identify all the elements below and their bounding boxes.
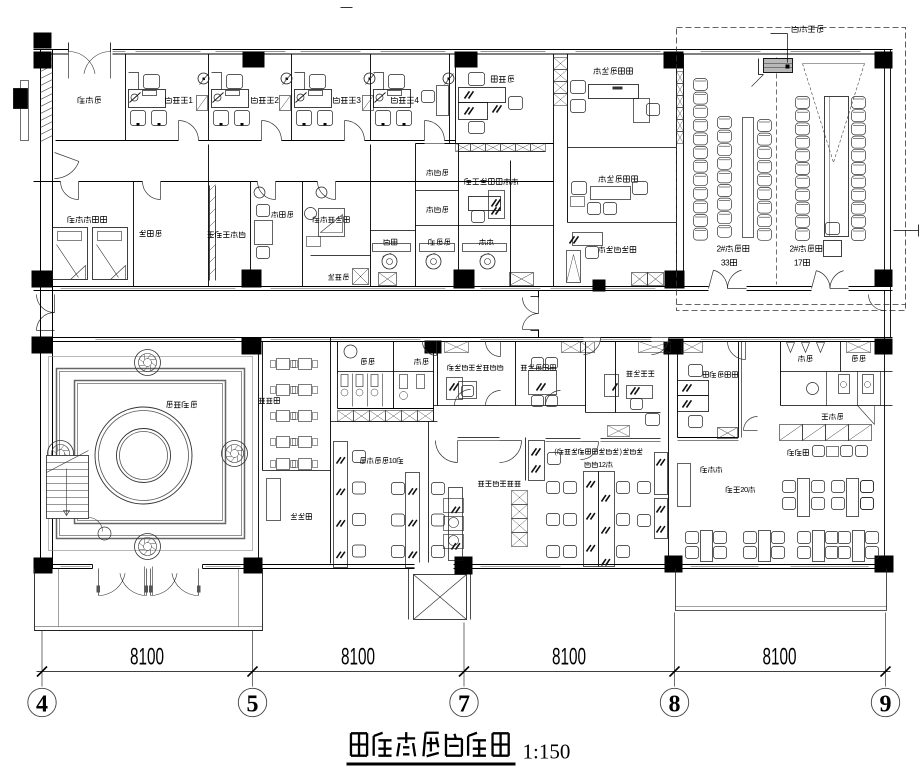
svg-text:4: 4 [414, 96, 419, 105]
svg-text:#: # [721, 244, 726, 254]
svg-text:7: 7 [458, 692, 470, 718]
svg-text:3: 3 [721, 258, 726, 268]
svg-text:#: # [794, 244, 799, 254]
svg-text:2: 2 [274, 96, 279, 105]
svg-text:8100: 8100 [763, 644, 797, 671]
svg-text:1: 1 [794, 258, 799, 268]
svg-text:0: 0 [744, 485, 748, 494]
svg-text:7: 7 [798, 258, 803, 268]
svg-text:2: 2 [717, 244, 722, 254]
svg-text:3: 3 [725, 258, 730, 268]
svg-text:5: 5 [247, 692, 259, 718]
svg-text:8100: 8100 [130, 644, 164, 671]
svg-text:1: 1 [188, 96, 193, 105]
svg-text:0: 0 [392, 456, 396, 465]
svg-text:4: 4 [36, 692, 48, 718]
svg-text:2: 2 [740, 485, 744, 494]
svg-text:): ) [620, 449, 622, 456]
svg-text:1:150: 1:150 [523, 740, 571, 764]
svg-text:3: 3 [356, 96, 361, 105]
svg-text:1: 1 [389, 456, 393, 465]
svg-text:1: 1 [598, 460, 602, 469]
svg-text:2: 2 [790, 244, 795, 254]
svg-text:9: 9 [880, 692, 892, 718]
svg-text:8100: 8100 [341, 644, 375, 671]
svg-text:8: 8 [669, 692, 681, 718]
svg-text:2: 2 [602, 460, 606, 469]
svg-text:8100: 8100 [552, 644, 586, 671]
